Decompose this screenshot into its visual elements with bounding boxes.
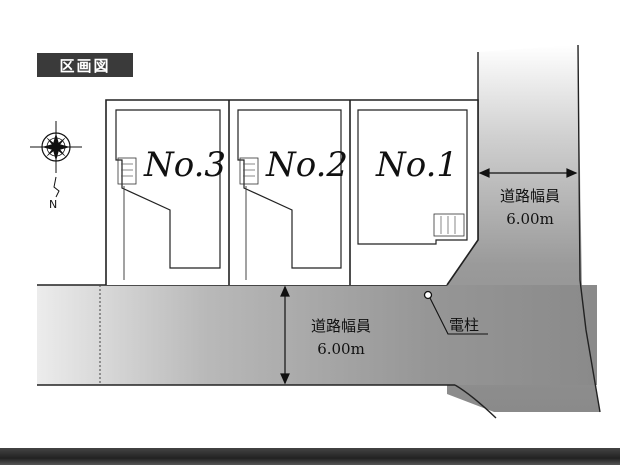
lot-boundary-outer <box>105 99 479 286</box>
lot-label-no1: No.1 <box>376 145 459 185</box>
stair-hatching <box>121 163 456 234</box>
east-road-right-edge <box>577 44 601 413</box>
utility-pole-label: 電柱 <box>449 316 480 334</box>
lot-label-no2: No.2 <box>266 145 349 185</box>
east-road-width: 6.00m <box>506 210 554 228</box>
lot-3-stairs <box>117 157 137 185</box>
utility-pole-leader <box>429 297 488 335</box>
diagram-title-badge: 区画図 <box>37 53 133 77</box>
south-road-corner-curve <box>454 384 497 419</box>
lot-1-building <box>357 109 468 245</box>
south-road-name: 道路幅員 <box>310 317 371 335</box>
utility-pole-marker <box>423 290 433 300</box>
lot-1-stairs <box>433 213 465 237</box>
east-road-dimension <box>478 168 578 178</box>
lot-label-no3: No.3 <box>144 145 227 185</box>
south-road-dimension <box>280 285 290 385</box>
east-road-label: 道路幅員 6.00m <box>486 185 574 231</box>
south-road-area <box>37 285 597 385</box>
south-road-label: 道路幅員 6.00m <box>296 315 386 361</box>
south-road-width: 6.00m <box>317 340 365 358</box>
bottom-band <box>0 448 620 465</box>
north-label: N <box>49 198 58 211</box>
lot-2-stairs <box>239 157 259 185</box>
east-road-name: 道路幅員 <box>499 187 560 205</box>
compass-rose-icon <box>30 121 82 198</box>
